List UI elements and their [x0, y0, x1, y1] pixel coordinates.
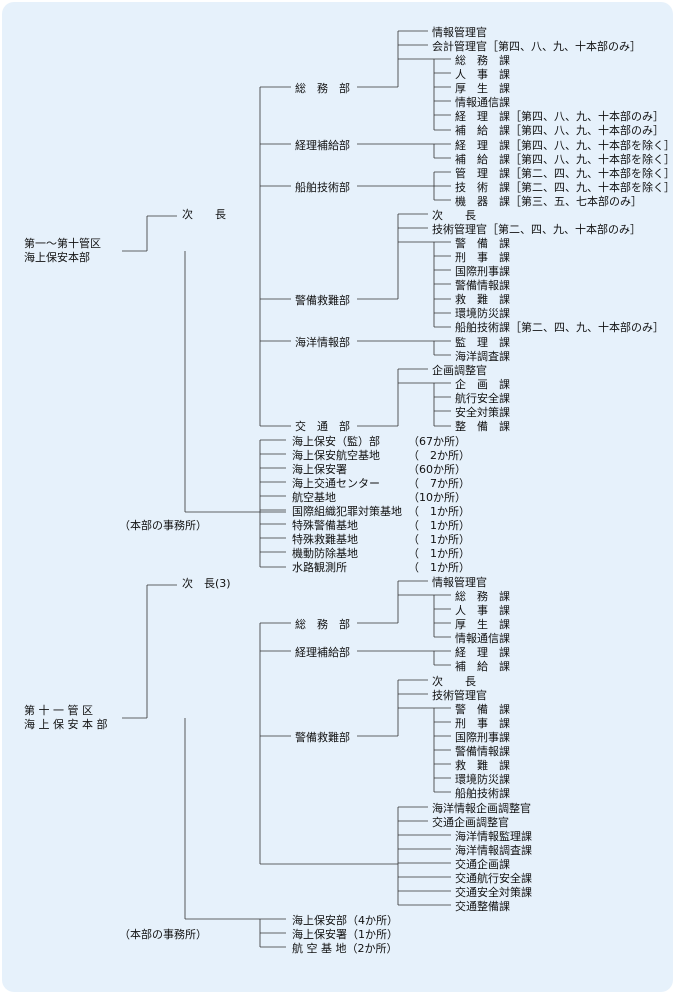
- unit: 海洋情報調査課: [455, 844, 532, 857]
- unit: 交通航行安全課: [455, 872, 532, 885]
- unit: 国際刑事課: [455, 731, 510, 744]
- unit: 環境防災課: [455, 307, 510, 320]
- unit: 会計管理官［第四、八、九、十本部のみ］: [432, 40, 641, 53]
- unit: 技術管理官: [432, 689, 487, 702]
- unit: 人 事 課: [455, 604, 510, 617]
- deputy-director: 次 長(3): [182, 577, 231, 590]
- unit: 経 理 課: [455, 646, 510, 659]
- unit: 交通企画調整官: [432, 816, 509, 829]
- root-title-line1: 第一～第十管区: [24, 237, 101, 250]
- unit: 企画調整官: [432, 364, 487, 377]
- unit: 情報通信課: [455, 96, 510, 109]
- deputy-director: 次 長: [182, 208, 226, 221]
- unit: 監 理 課: [455, 336, 510, 349]
- unit: 総 務 課: [455, 54, 510, 67]
- office-name: 水路観測所: [292, 561, 347, 574]
- unit: 警 備 課: [455, 237, 510, 250]
- office-count: （ 7か所）: [408, 477, 470, 490]
- unit: 海洋調査課: [455, 350, 510, 363]
- unit: 厚 生 課: [455, 82, 510, 95]
- unit: 経 理 課［第四、八、九、十本部を除く］: [455, 139, 673, 152]
- unit: 次 長: [432, 209, 476, 222]
- unit: 厚 生 課: [455, 618, 510, 631]
- bureau-koutsu: 交 通 部: [295, 420, 350, 433]
- unit: 警備情報課: [455, 745, 510, 758]
- offices-label: （本部の事務所）: [119, 519, 207, 532]
- office-name: 航空基地: [292, 491, 336, 504]
- unit: 企 画 課: [455, 378, 510, 391]
- unit: 警備情報課: [455, 279, 510, 292]
- unit: 安全対策課: [455, 406, 510, 419]
- unit: 交通安全対策課: [455, 886, 532, 899]
- unit: 情報通信課: [455, 632, 510, 645]
- office-count: （ 1か所）: [408, 505, 470, 518]
- office-count: （ 1か所）: [408, 547, 470, 560]
- unit: 刑 事 課: [455, 717, 510, 730]
- bureau-keiri: 経理補給部: [295, 646, 350, 659]
- office-name: 機動防除基地: [292, 547, 358, 560]
- office-count: （10か所）: [408, 491, 466, 504]
- unit: 人 事 課: [455, 68, 510, 81]
- unit: 技術管理官［第二、四、九、十本部のみ］: [432, 223, 641, 236]
- office-count: （ 2か所）: [408, 449, 470, 462]
- office-count: （ 1か所）: [408, 533, 470, 546]
- unit: 総 務 課: [455, 590, 510, 603]
- unit: 環境防災課: [455, 773, 510, 786]
- unit: 整 備 課: [455, 420, 510, 433]
- office-name: 海上保安航空基地: [292, 449, 380, 462]
- unit: 救 難 課: [455, 759, 510, 772]
- root-title-line2: 海上保安本部: [24, 251, 90, 264]
- unit: 管 理 課［第二、四、九、十本部を除く］: [455, 167, 673, 180]
- unit: 海洋情報監理課: [455, 830, 532, 843]
- unit: 国際刑事課: [455, 265, 510, 278]
- bureau-keibi: 警備救難部: [295, 731, 350, 744]
- office-name: 海上保安署: [292, 463, 347, 476]
- bureau-soumu: 総 務 部: [295, 82, 350, 95]
- unit: 補 給 課［第四、八、九、十本部を除く］: [455, 153, 673, 166]
- bureau-soumu: 総 務 部: [295, 618, 350, 631]
- unit: 経 理 課［第四、八、九、十本部のみ］: [455, 110, 664, 123]
- unit: 交通企画課: [455, 858, 510, 871]
- bureau-keibi: 警備救難部: [295, 294, 350, 307]
- unit: 航行安全課: [455, 392, 510, 405]
- unit: 情報管理官: [432, 576, 487, 589]
- office-item: 海上保安部（4か所）: [292, 914, 398, 927]
- unit: 刑 事 課: [455, 251, 510, 264]
- unit: 海洋情報企画調整官: [432, 802, 531, 815]
- unit: 警 備 課: [455, 703, 510, 716]
- bureau-senpaku: 船舶技術部: [295, 181, 350, 194]
- office-name: 海上保安（監）部: [292, 435, 380, 448]
- unit: 船舶技術課［第二、四、九、十本部のみ］: [455, 321, 664, 334]
- unit: 機 器 課［第三、五、七本部のみ］: [455, 195, 642, 208]
- bureau-kaiyou: 海洋情報部: [295, 336, 350, 349]
- unit: 交通整備課: [455, 900, 510, 913]
- office-name: 特殊警備基地: [292, 519, 358, 532]
- unit: 次 長: [432, 675, 476, 688]
- unit: 救 難 課: [455, 293, 510, 306]
- root-title-line2: 海 上 保 安 本 部: [24, 718, 108, 731]
- unit: 補 給 課［第四、八、九、十本部のみ］: [455, 124, 664, 137]
- office-count: （ 1か所）: [408, 561, 470, 574]
- unit: 補 給 課: [455, 660, 510, 673]
- office-count: （ 1か所）: [408, 519, 470, 532]
- root-title-line1: 第 十 一 管 区: [24, 704, 93, 717]
- unit: 技 術 課［第二、四、九、十本部を除く］: [455, 181, 673, 194]
- office-count: （60か所）: [408, 463, 466, 476]
- office-item: 航 空 基 地（2か所）: [292, 942, 398, 955]
- unit: 情報管理官: [432, 26, 487, 39]
- office-name: 国際組織犯罪対策基地: [292, 505, 402, 518]
- office-name: 特殊救難基地: [292, 533, 358, 546]
- office-count: （67か所）: [408, 435, 466, 448]
- offices-label: （本部の事務所）: [119, 928, 207, 941]
- office-item: 海上保安署（1か所）: [292, 928, 398, 941]
- office-name: 海上交通センター: [292, 477, 380, 490]
- unit: 船舶技術課: [455, 787, 510, 800]
- bureau-keiri: 経理補給部: [295, 139, 350, 152]
